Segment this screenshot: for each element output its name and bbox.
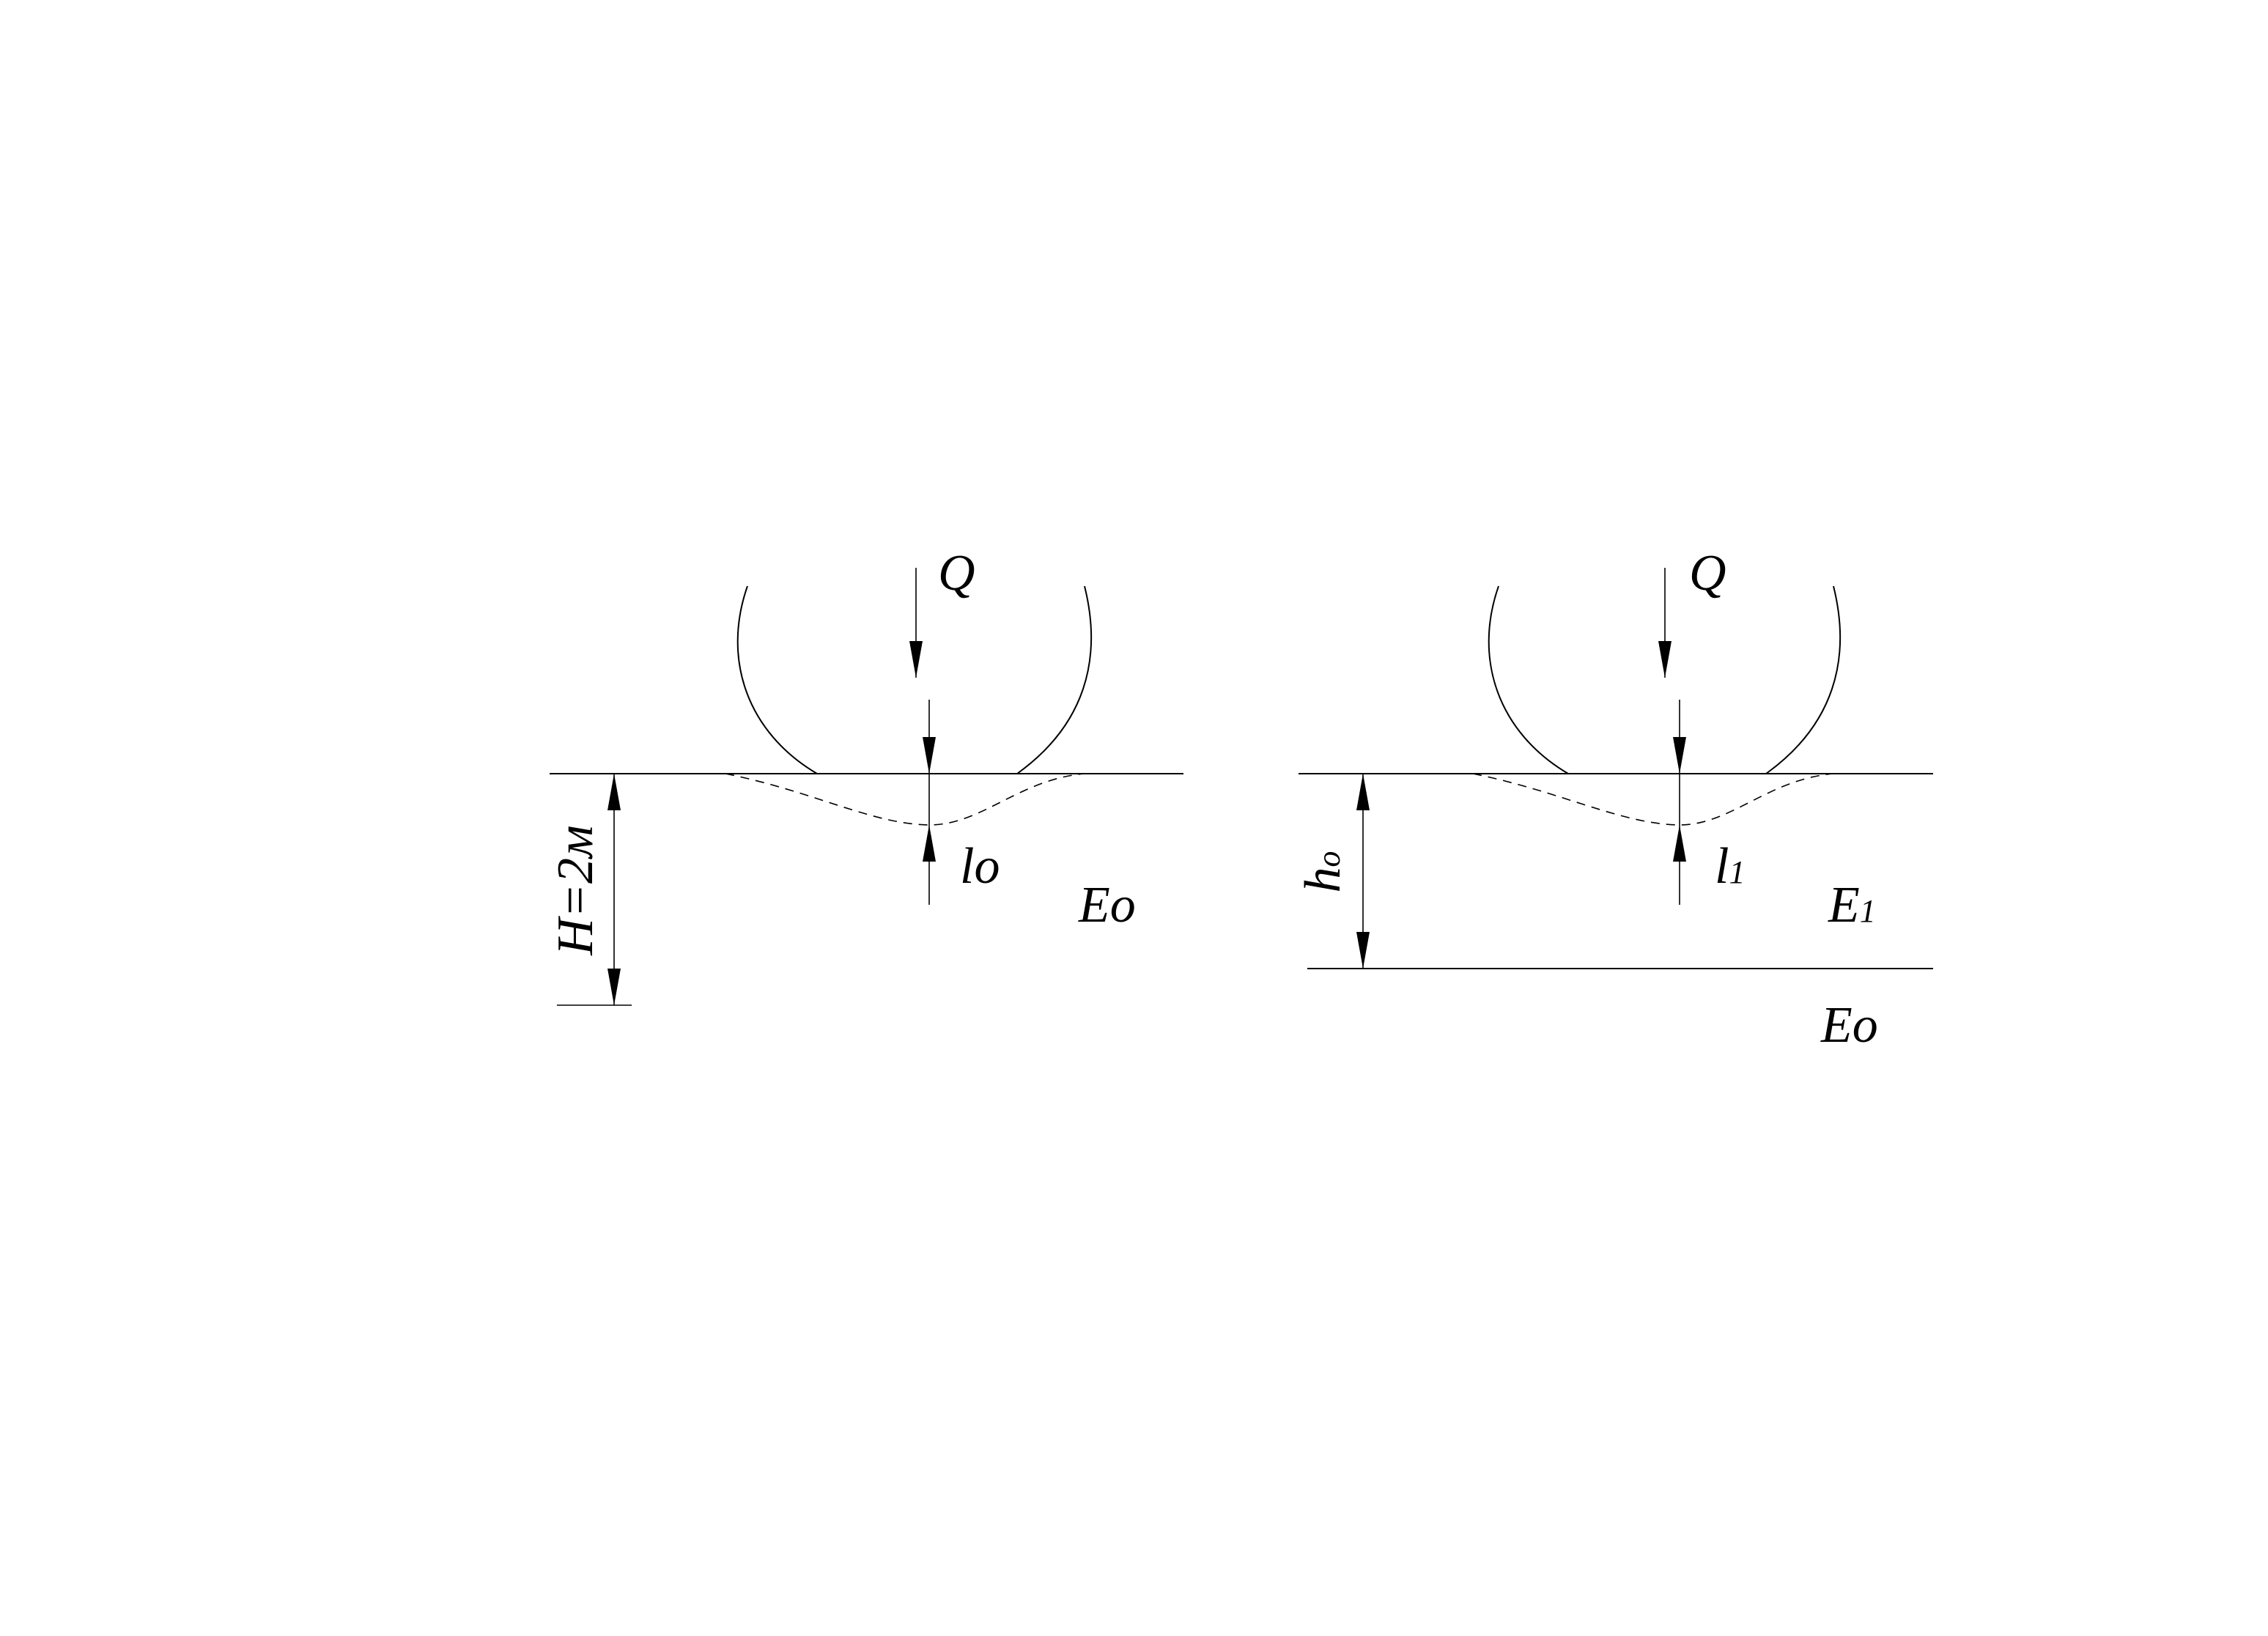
left-panel: Q lo Eo H=2м xyxy=(547,545,1183,1006)
right-wheel-outline xyxy=(1488,585,1842,774)
left-modulus-label: Eo xyxy=(1078,877,1136,933)
right-base-modulus-label: Eo xyxy=(1820,997,1878,1054)
right-layer-modulus-main: E xyxy=(1828,877,1860,933)
left-depth-arrowhead-top xyxy=(607,774,621,810)
left-deflection-basin xyxy=(725,773,1085,826)
right-thickness-arrowhead-top xyxy=(1356,774,1370,810)
left-deflection-label: lo xyxy=(960,838,1000,895)
right-layer-modulus-label: E1 xyxy=(1828,877,1876,933)
right-thickness-label-main: h xyxy=(1295,867,1351,893)
right-deflection-arrowhead-top xyxy=(1673,737,1686,774)
right-deflection-arrowhead-bottom xyxy=(1673,825,1686,862)
left-depth-arrowhead-bottom xyxy=(607,969,621,1005)
right-thickness-label: ho xyxy=(1295,851,1351,893)
right-panel: Q l1 E1 Eo ho xyxy=(1295,545,1933,1054)
right-deflection-label-sub: 1 xyxy=(1729,854,1745,890)
left-load-label: Q xyxy=(938,545,975,602)
right-thickness-label-sub: o xyxy=(1311,851,1347,867)
right-thickness-arrowhead-bottom xyxy=(1356,932,1370,969)
right-deflection-label: l1 xyxy=(1715,838,1745,895)
right-layer-modulus-sub: 1 xyxy=(1860,893,1876,929)
right-load-arrowhead xyxy=(1658,641,1672,678)
left-load-arrowhead xyxy=(909,641,923,678)
right-deflection-basin xyxy=(1472,773,1834,826)
left-deflection-arrowhead-bottom xyxy=(923,825,936,862)
left-depth-label: H=2м xyxy=(547,825,604,955)
left-deflection-arrowhead-top xyxy=(923,737,936,774)
right-load-label: Q xyxy=(1689,545,1726,602)
left-wheel-outline xyxy=(736,585,1093,774)
right-deflection-label-main: l xyxy=(1715,838,1729,895)
